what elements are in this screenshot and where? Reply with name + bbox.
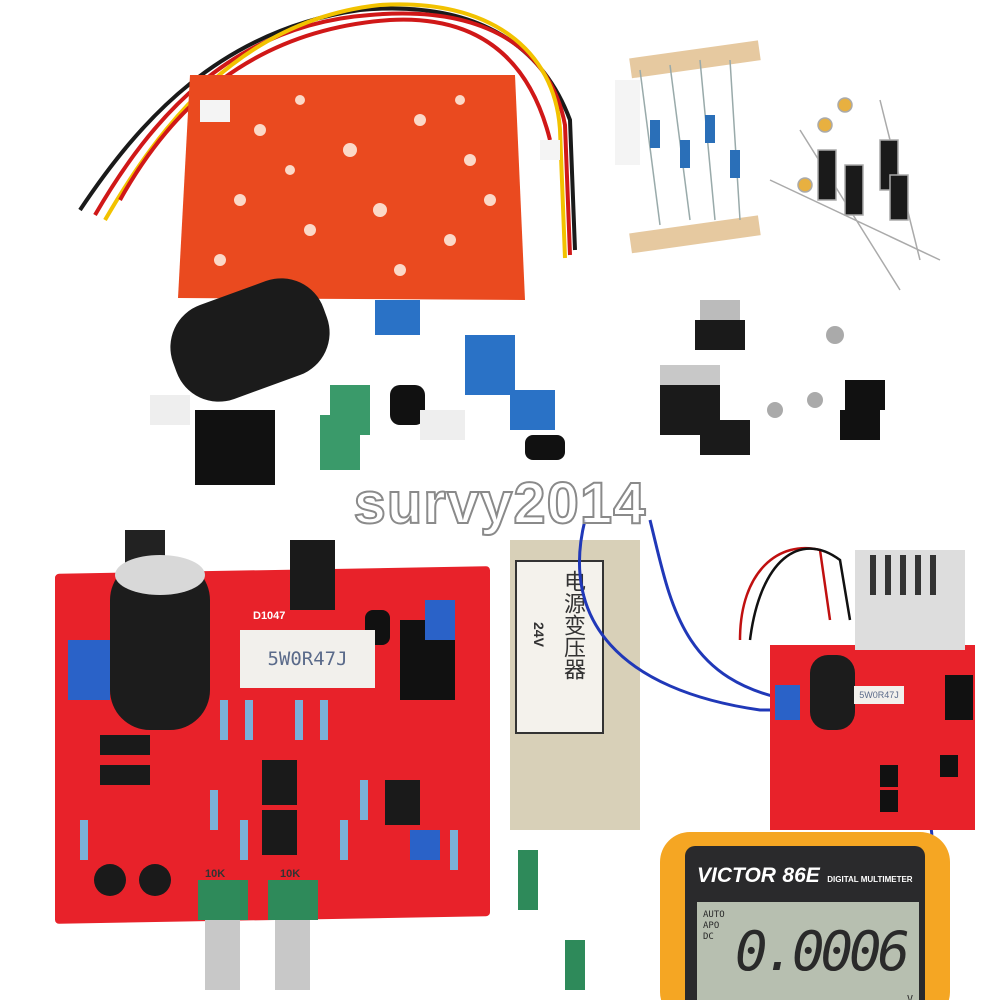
assembled-board-small	[770, 645, 975, 830]
lcd-unit: V	[907, 994, 914, 1000]
silkscreen-ref: D1047	[253, 610, 286, 622]
white-connector	[200, 100, 230, 122]
multimeter-brand-row: VICTOR 86E DIGITAL MULTIMETER	[697, 864, 913, 888]
test-setup-wiring	[518, 519, 975, 990]
multimeter: VICTOR 86E DIGITAL MULTIMETER AUTO APO D…	[660, 832, 950, 1000]
lcd-mode-apo: APO	[703, 921, 720, 931]
lcd-mode-auto: AUTO	[703, 910, 725, 920]
lcd-modes: AUTO APO DC	[703, 910, 731, 943]
transistors-and-ics	[660, 300, 885, 455]
components-photo	[615, 40, 941, 455]
multimeter-model: 86E	[782, 864, 820, 887]
orange-pcb	[178, 75, 525, 300]
lcd-display: AUTO APO DC 0.0006 V	[697, 902, 919, 1000]
multimeter-brand: VICTOR	[697, 864, 776, 887]
bare-pcb-kit-photo	[78, 2, 577, 485]
wire-harness	[78, 2, 577, 259]
multimeter-subtitle: DIGITAL MULTIMETER	[827, 875, 913, 884]
multimeter-face: VICTOR 86E DIGITAL MULTIMETER AUTO APO D…	[685, 846, 925, 1000]
transformer-voltage: 24V	[531, 622, 547, 647]
lcd-mode-dc: DC	[703, 932, 714, 942]
assembled-board-components	[68, 530, 458, 990]
watermark: survy2014	[353, 470, 647, 537]
diodes-and-caps	[769, 97, 941, 291]
pot-label-left: 10K	[205, 868, 226, 880]
lcd-reading: 0.0006	[735, 920, 910, 983]
power-resistor: 5W0R47J	[240, 630, 375, 688]
power-resistor-label: 5W0R47J	[267, 648, 348, 670]
resistor-tape-bundle	[615, 40, 761, 254]
small-power-resistor-label: 5W0R47J	[854, 686, 904, 704]
loose-components	[150, 278, 565, 485]
pot-label-right: 10K	[280, 868, 301, 880]
potentiometer-icon	[198, 880, 318, 990]
